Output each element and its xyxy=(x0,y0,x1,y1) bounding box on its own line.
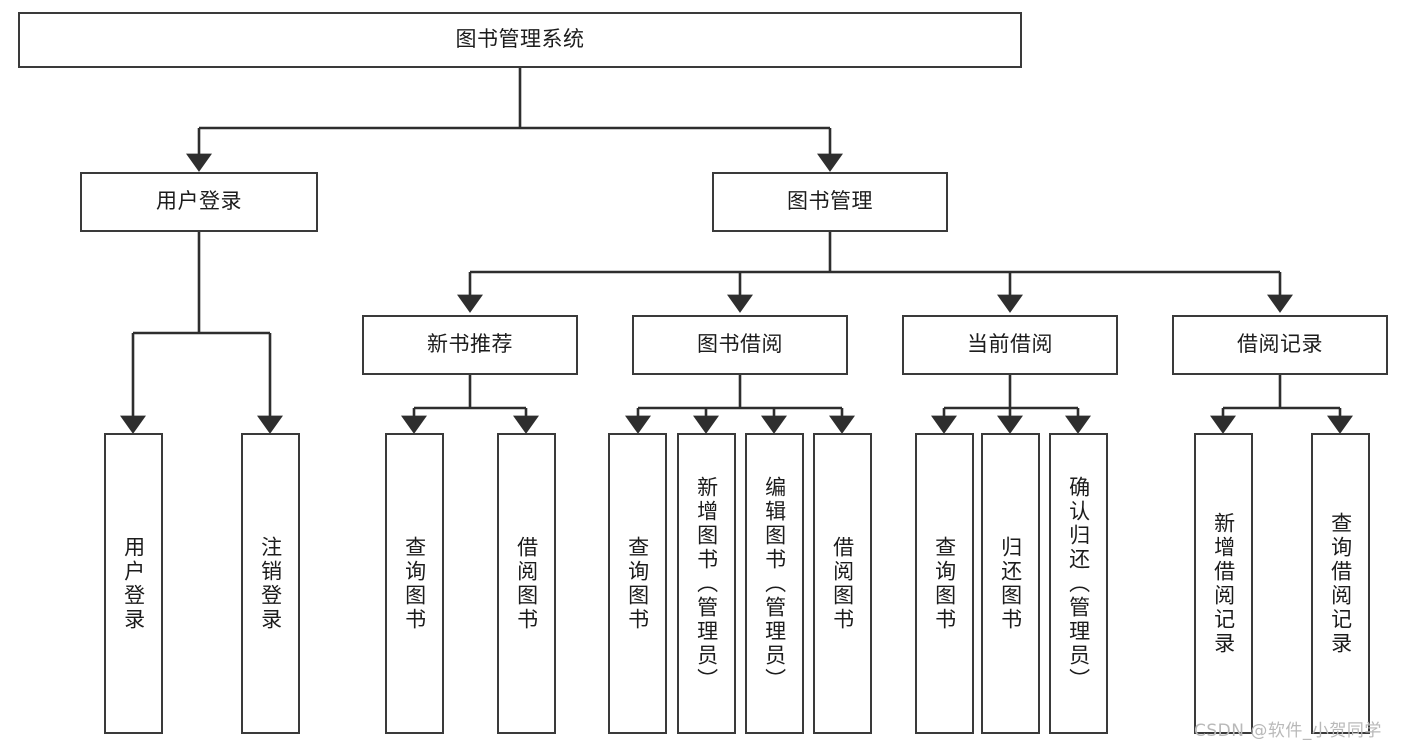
node-label: 借阅图书 xyxy=(514,535,539,632)
leaf-user-login[interactable]: 用户登录 xyxy=(104,433,163,734)
leaf-record-add-borrow-record[interactable]: 新增借阅记录 xyxy=(1194,433,1253,734)
node-root-book-management-system[interactable]: 图书管理系统 xyxy=(18,12,1022,68)
node-label: 查询图书 xyxy=(402,535,427,632)
leaf-current-return-book[interactable]: 归还图书 xyxy=(981,433,1040,734)
node-book-management[interactable]: 图书管理 xyxy=(712,172,948,232)
csdn-watermark: CSDN @软件_小贺同学 xyxy=(1194,721,1382,741)
node-label: 确认归还（管理员） xyxy=(1066,475,1091,692)
node-current-borrow[interactable]: 当前借阅 xyxy=(902,315,1118,375)
node-user-login[interactable]: 用户登录 xyxy=(80,172,318,232)
node-label: 图书借阅 xyxy=(697,332,783,357)
leaf-current-query-book[interactable]: 查询图书 xyxy=(915,433,974,734)
leaf-current-confirm-return-admin[interactable]: 确认归还（管理员） xyxy=(1049,433,1108,734)
leaf-user-logout[interactable]: 注销登录 xyxy=(241,433,300,734)
node-label: 查询图书 xyxy=(625,535,650,632)
leaf-borrow-borrow-book[interactable]: 借阅图书 xyxy=(813,433,872,734)
node-label: 新增图书（管理员） xyxy=(694,475,719,692)
node-label: 查询借阅记录 xyxy=(1328,511,1353,656)
node-label: 归还图书 xyxy=(998,535,1023,632)
node-label: 图书管理 xyxy=(787,189,873,214)
leaf-borrow-edit-book-admin[interactable]: 编辑图书（管理员） xyxy=(745,433,804,734)
node-label: 借阅图书 xyxy=(830,535,855,632)
leaf-recommend-borrow-book[interactable]: 借阅图书 xyxy=(497,433,556,734)
leaf-borrow-add-book-admin[interactable]: 新增图书（管理员） xyxy=(677,433,736,734)
node-label: 当前借阅 xyxy=(967,332,1053,357)
leaf-record-query-borrow-record[interactable]: 查询借阅记录 xyxy=(1311,433,1370,734)
node-label: 图书管理系统 xyxy=(455,27,585,52)
node-label: 新书推荐 xyxy=(427,332,513,357)
node-label: 用户登录 xyxy=(121,535,146,632)
node-label: 查询图书 xyxy=(932,535,957,632)
node-borrow-record[interactable]: 借阅记录 xyxy=(1172,315,1388,375)
node-label: 新增借阅记录 xyxy=(1211,511,1236,656)
node-label: 编辑图书（管理员） xyxy=(762,475,787,692)
leaf-borrow-query-book[interactable]: 查询图书 xyxy=(608,433,667,734)
node-book-borrow[interactable]: 图书借阅 xyxy=(632,315,848,375)
node-label: 用户登录 xyxy=(156,189,242,214)
node-label: 借阅记录 xyxy=(1237,332,1323,357)
node-label: 注销登录 xyxy=(258,535,283,632)
leaf-recommend-query-book[interactable]: 查询图书 xyxy=(385,433,444,734)
node-new-book-recommend[interactable]: 新书推荐 xyxy=(362,315,578,375)
